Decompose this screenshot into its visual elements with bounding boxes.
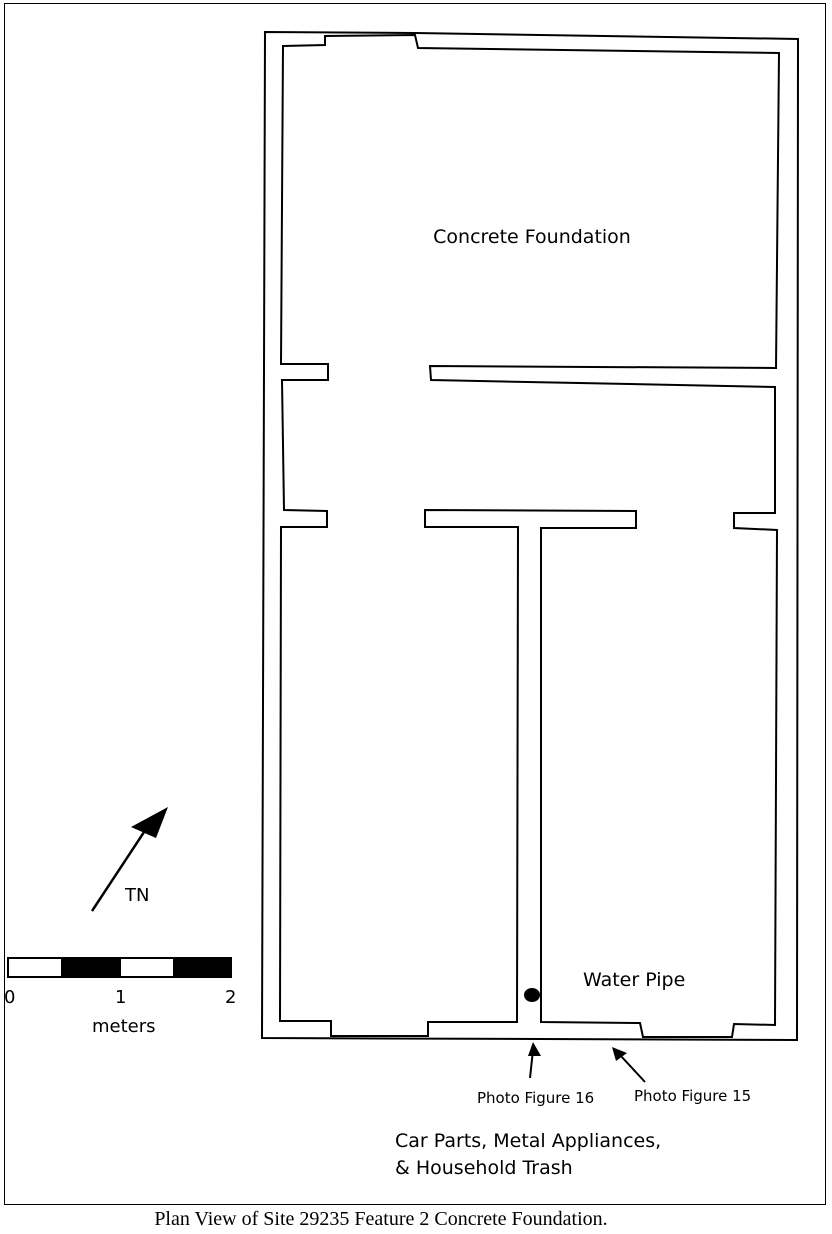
photo-16-label: Photo Figure 16 <box>477 1089 594 1107</box>
north-arrow-label: TN <box>124 885 149 906</box>
water-pipe-label: Water Pipe <box>583 969 685 991</box>
north-arrow-icon <box>90 807 168 912</box>
scale-unit-label: meters <box>92 1016 156 1037</box>
figure-frame <box>4 3 826 1205</box>
scale-tick-0: 0 <box>4 987 15 1008</box>
trash-label-line2: & Household Trash <box>395 1157 573 1179</box>
scale-tick-1: 1 <box>115 987 126 1008</box>
scale-bar <box>7 957 232 978</box>
photo-15-arrow <box>612 1047 646 1083</box>
figure-caption: Plan View of Site 29235 Feature 2 Concre… <box>154 1208 608 1230</box>
room-north <box>278 33 781 1038</box>
photo-16-arrow <box>528 1042 541 1079</box>
water-pipe-marker <box>524 988 540 1002</box>
photo-15-label: Photo Figure 15 <box>634 1087 751 1105</box>
trash-label-line1: Car Parts, Metal Appliances, <box>395 1130 661 1152</box>
foundation-outer-wall <box>260 30 800 1042</box>
scale-tick-2: 2 <box>225 987 236 1008</box>
foundation-label: Concrete Foundation <box>433 226 631 248</box>
